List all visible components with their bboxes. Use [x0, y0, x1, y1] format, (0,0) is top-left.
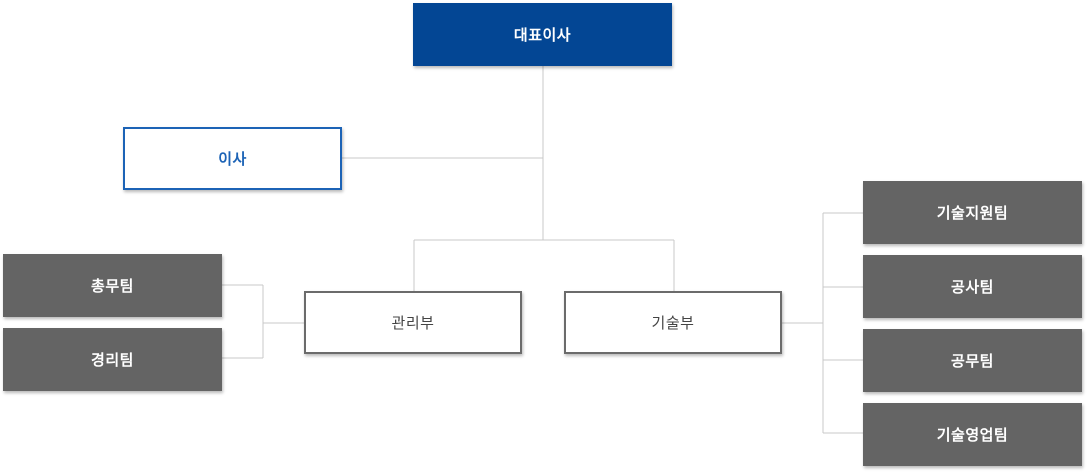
team-label: 경리팀 — [91, 351, 134, 369]
team-general-affairs-box: 총무팀 — [3, 254, 222, 317]
team-tech-sales-box: 기술영업팀 — [863, 403, 1082, 466]
team-label: 공무팀 — [951, 352, 994, 370]
department-admin-label: 관리부 — [391, 314, 435, 332]
department-tech-box: 기술부 — [564, 291, 782, 354]
team-public-affairs-box: 공무팀 — [863, 329, 1082, 392]
team-label: 총무팀 — [91, 277, 134, 295]
ceo-label: 대표이사 — [513, 26, 572, 44]
team-tech-support-box: 기술지원팀 — [863, 181, 1082, 244]
director-box: 이사 — [123, 127, 342, 190]
department-admin-box: 관리부 — [304, 291, 522, 354]
team-label: 기술지원팀 — [936, 204, 1009, 222]
team-label: 기술영업팀 — [936, 426, 1009, 444]
team-label: 공사팀 — [951, 278, 994, 296]
team-accounting-box: 경리팀 — [3, 328, 222, 391]
director-label: 이사 — [218, 150, 247, 168]
ceo-box: 대표이사 — [413, 3, 672, 66]
department-tech-label: 기술부 — [651, 314, 695, 332]
team-construction-box: 공사팀 — [863, 255, 1082, 318]
